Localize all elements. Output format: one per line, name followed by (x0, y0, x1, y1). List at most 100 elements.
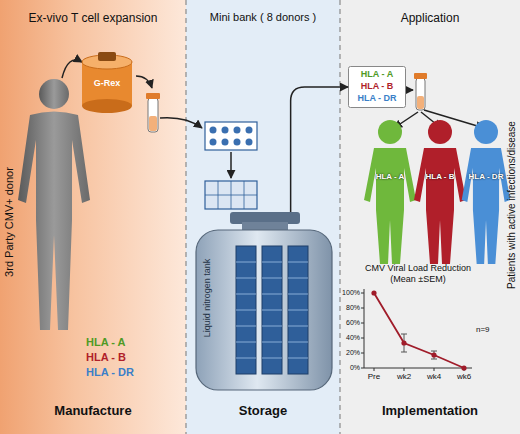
vial-rack (205, 181, 257, 209)
grex-device: G-Rex (78, 50, 136, 114)
rack-shelf (288, 310, 308, 311)
tube-cap (414, 73, 427, 79)
flow-arrow (407, 89, 413, 91)
axis-tick-label: wk6 (457, 372, 471, 381)
rack-shelf (288, 326, 308, 327)
storage-rack (236, 246, 256, 374)
patients-label: Patients with active infections/disease (506, 121, 518, 289)
vial-caps (210, 127, 253, 146)
hla-type: HLA - B (410, 172, 470, 182)
tube-body (416, 78, 425, 110)
stage-name: Manufacture (0, 403, 186, 419)
rack-shelf (236, 262, 256, 263)
panel-heading: Ex-vivo T cell expansion (0, 11, 186, 25)
nitrogen-tank: Liquid nitrogen tank (190, 212, 338, 394)
nitrogen-tank-outline (190, 212, 338, 394)
chart-axis (364, 368, 472, 369)
hla-box-frame (349, 67, 406, 108)
sample-tube (146, 93, 160, 132)
rack-shelf (288, 358, 308, 359)
chart-title: CMV Viral Load Reduction (365, 263, 471, 273)
stage-name: Storage (186, 403, 340, 419)
flow-arrow (291, 87, 348, 212)
rack-shelf (288, 262, 308, 263)
tube-body (148, 98, 158, 132)
patient-body (364, 148, 416, 264)
vial-rack (205, 122, 257, 150)
hla-type: HLA - B (348, 81, 406, 92)
patient-body (462, 148, 511, 264)
sample-size: n=9 (476, 325, 490, 334)
patient-figure-outline (458, 118, 514, 266)
chart-axis (364, 289, 365, 368)
donor-head (39, 79, 69, 109)
rack-shelf (262, 358, 282, 359)
patient-head (378, 120, 402, 144)
axis-tick-label: wk2 (397, 372, 411, 381)
storage-rack (288, 246, 308, 374)
rack-shelf (236, 278, 256, 279)
device-label: G-Rex (78, 78, 136, 89)
patient-body (414, 148, 466, 264)
hla-type: HLA - A (348, 69, 406, 80)
axis-tick-label: 20% (346, 349, 360, 357)
chart-subtitle: (Mean ±SEM) (390, 274, 445, 284)
patient-head (428, 120, 452, 144)
rack-shelf (236, 342, 256, 343)
hla-type: HLA - DR (86, 366, 134, 379)
rack-shelf (236, 310, 256, 311)
rack-shelf (262, 310, 282, 311)
patient-figure: HLA - A (360, 118, 420, 266)
patient-figure: HLA - B (410, 118, 470, 266)
panel-heading: Mini bank ( 8 donors ) (186, 11, 340, 24)
rack-shelf (262, 342, 282, 343)
grex-base (82, 99, 132, 113)
stage-panel: Mini bank ( 8 donors ) Storage Liquid nitr… (186, 0, 340, 434)
stage-panel: ApplicationImplementationHLA - AHLA - BH… (340, 0, 520, 434)
axis-tick-label: 60% (346, 319, 360, 327)
axis-tick-label: 0% (350, 364, 360, 372)
hla-box: HLA - AHLA - BHLA - DR (348, 66, 406, 108)
storage-rack (262, 246, 282, 374)
axis-tick-label: 40% (346, 334, 360, 342)
rack-shelf (262, 294, 282, 295)
rack-shelf (262, 278, 282, 279)
rack-shelf (262, 262, 282, 263)
flow-arrow (230, 152, 232, 178)
axis-tick-label: wk4 (427, 372, 441, 381)
hla-type: HLA - A (360, 172, 420, 182)
panel-heading: Application (340, 11, 520, 25)
hla-type: HLA - B (86, 351, 126, 364)
tube-liquid (417, 96, 424, 109)
rack-shelf (288, 294, 308, 295)
axis-tick-label: Pre (368, 372, 380, 381)
axis-tick-label: 80% (346, 304, 360, 312)
sample-tube (414, 73, 427, 110)
patient-figure-outline (410, 118, 470, 266)
donor-label: 3rd Party CMV+ donor (3, 167, 16, 277)
hla-type: HLA - DR (348, 93, 406, 104)
rack-shelf (236, 326, 256, 327)
rack-shelf (288, 278, 308, 279)
hla-type: HLA - A (86, 336, 126, 349)
tube-cap (146, 93, 160, 99)
rack-shelf (288, 342, 308, 343)
axis-tick-label: 100% (342, 289, 360, 297)
grex-cap (98, 52, 116, 61)
tube-liquid (149, 116, 157, 131)
rack-shelf (262, 326, 282, 327)
hla-type: HLA - DR (458, 172, 514, 182)
rack-shelf (236, 358, 256, 359)
panel-divider (186, 0, 340, 434)
patient-figure: HLA - DR (458, 118, 514, 266)
patient-head (474, 120, 498, 144)
patient-figure-outline (360, 118, 420, 266)
rack-shelf (236, 294, 256, 295)
tank-label: Liquid nitrogen tank (202, 259, 213, 338)
rack-frame (205, 122, 257, 150)
tank-body (196, 230, 332, 390)
stage-name: Implementation (340, 403, 520, 419)
rack-frame (205, 181, 257, 209)
rack-grid (205, 181, 257, 209)
